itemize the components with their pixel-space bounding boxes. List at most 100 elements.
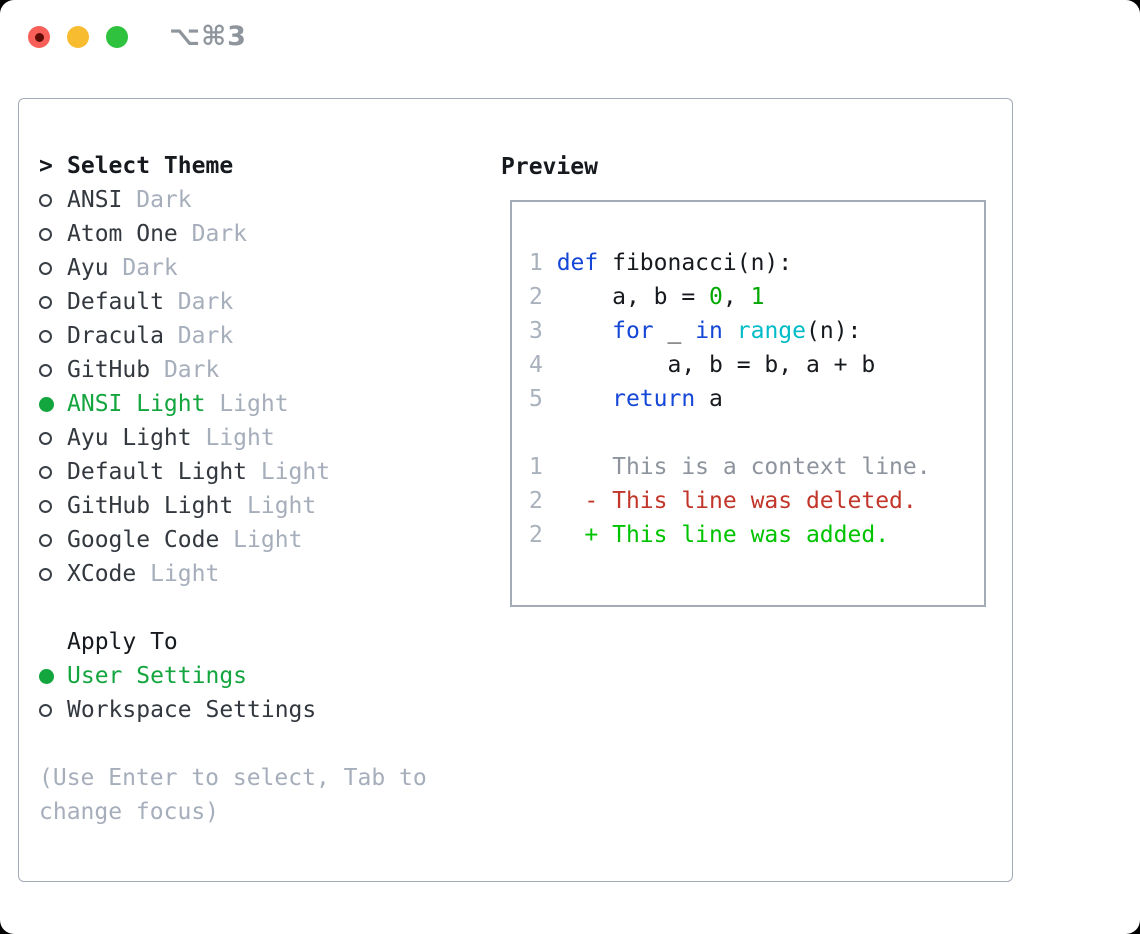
radio-marker [39, 261, 67, 275]
radio-marker [39, 431, 67, 445]
option-variant-label: Dark [163, 323, 234, 349]
line-number: 2 [529, 522, 557, 548]
code-line-1: 1 def fibonacci(n): [529, 250, 984, 284]
spacer-row [39, 591, 427, 625]
theme-option-ayu-light[interactable]: Ayu Light Light [39, 421, 427, 455]
zoom-button[interactable] [106, 26, 128, 48]
radio-icon [39, 329, 52, 343]
option-label: Default Light [67, 459, 248, 485]
code-line-blank [529, 420, 984, 454]
theme-option-ayu[interactable]: Ayu Dark [39, 251, 427, 285]
apply-option-user-settings[interactable]: User Settings [39, 659, 427, 693]
option-label: Google Code [67, 527, 220, 553]
option-label: XCode [67, 561, 137, 587]
diff-context-line: 1 This is a context line. [529, 454, 984, 488]
code-line-4: 4 a, b = b, a + b [529, 352, 984, 386]
option-variant-label: Dark [163, 289, 234, 315]
option-label: GitHub Light [67, 493, 234, 519]
radio-marker [39, 396, 67, 412]
code-token-fg [557, 318, 612, 344]
code-token-ctx: This is a context line. [556, 454, 931, 480]
minimize-button[interactable] [67, 26, 89, 48]
code-line-2: 2 a, b = 0, 1 [529, 284, 984, 318]
code-token-num: 1 [750, 284, 765, 310]
code-token-fg: fibonacci(n): [598, 250, 793, 276]
code-token-fg [557, 386, 612, 412]
radio-marker [39, 329, 67, 343]
theme-option-github[interactable]: GitHub Dark [39, 353, 427, 387]
option-variant-label: Dark [177, 221, 248, 247]
code-line-3: 3 for _ in range(n): [529, 318, 984, 352]
theme-option-github-light[interactable]: GitHub Light Light [39, 489, 427, 523]
preview-header: Preview [501, 150, 598, 184]
theme-option-xcode[interactable]: XCode Light [39, 557, 427, 591]
option-label: Ayu Light [67, 425, 192, 451]
code-token-kw: return [612, 386, 696, 412]
option-variant-label: Light [205, 391, 289, 417]
radio-marker [39, 295, 67, 309]
line-number: 2 [529, 488, 557, 514]
radio-marker [39, 363, 67, 377]
radio-marker [39, 193, 67, 207]
option-variant-label: Light [136, 561, 220, 587]
theme-option-dracula[interactable]: Dracula Dark [39, 319, 427, 353]
option-label: Dracula [67, 323, 164, 349]
option-variant-label: Light [233, 493, 317, 519]
theme-option-atom-one[interactable]: Atom One Dark [39, 217, 427, 251]
radio-icon [39, 465, 52, 479]
code-token-add: + This line was added. [556, 522, 890, 548]
spacer-row [39, 727, 427, 761]
theme-option-ansi-light[interactable]: ANSI Light Light [39, 387, 427, 421]
radio-icon [39, 431, 52, 445]
code-token-kw: for [612, 318, 654, 344]
radio-marker [39, 668, 67, 684]
radio-icon [39, 533, 52, 547]
radio-marker [39, 227, 67, 241]
theme-option-default-light[interactable]: Default Light Light [39, 455, 427, 489]
radio-icon [39, 363, 52, 377]
option-label: ANSI [67, 187, 123, 213]
code-token-del: - This line was deleted. [556, 488, 917, 514]
code-token-fg: (n): [806, 318, 862, 344]
radio-icon [39, 703, 52, 717]
code-line-5: 5 return a [529, 386, 984, 420]
code-token-fg: a, b = [556, 284, 710, 310]
option-label: User Settings [67, 663, 248, 689]
radio-selected-icon [39, 668, 54, 684]
radio-icon [39, 499, 52, 513]
titlebar: ⌥⌘3 [0, 0, 1140, 98]
line-number: 4 [529, 352, 557, 378]
radio-icon [39, 567, 52, 581]
theme-option-ansi[interactable]: ANSI Dark [39, 183, 427, 217]
radio-icon [39, 295, 52, 309]
close-button-dot-icon [34, 32, 44, 42]
radio-marker [39, 465, 67, 479]
radio-marker [39, 499, 67, 513]
code-token-kw: def [556, 250, 599, 276]
code-token-fg: , [722, 284, 751, 310]
code-token-fn: range [736, 318, 806, 344]
code-token-num: 0 [709, 284, 723, 310]
apply-to-title: Apply To [67, 629, 178, 655]
line-number: 5 [529, 386, 557, 412]
option-variant-label: Light [247, 459, 331, 485]
focus-caret-icon: > [39, 153, 53, 179]
code-token-kw: in [695, 318, 723, 344]
theme-option-google-code[interactable]: Google Code Light [39, 523, 427, 557]
select-theme-title: Select Theme [67, 153, 234, 179]
option-variant-label: Light [219, 527, 303, 553]
radio-marker [39, 567, 67, 581]
theme-option-default[interactable]: Default Dark [39, 285, 427, 319]
option-label: Workspace Settings [67, 697, 317, 723]
line-number: 1 [529, 250, 557, 276]
option-label: ANSI Light [67, 391, 206, 417]
option-variant-label: Dark [122, 187, 192, 213]
apply-option-workspace-settings[interactable]: Workspace Settings [39, 693, 427, 727]
code-token-fg: a [695, 386, 723, 412]
close-button[interactable] [28, 26, 50, 48]
